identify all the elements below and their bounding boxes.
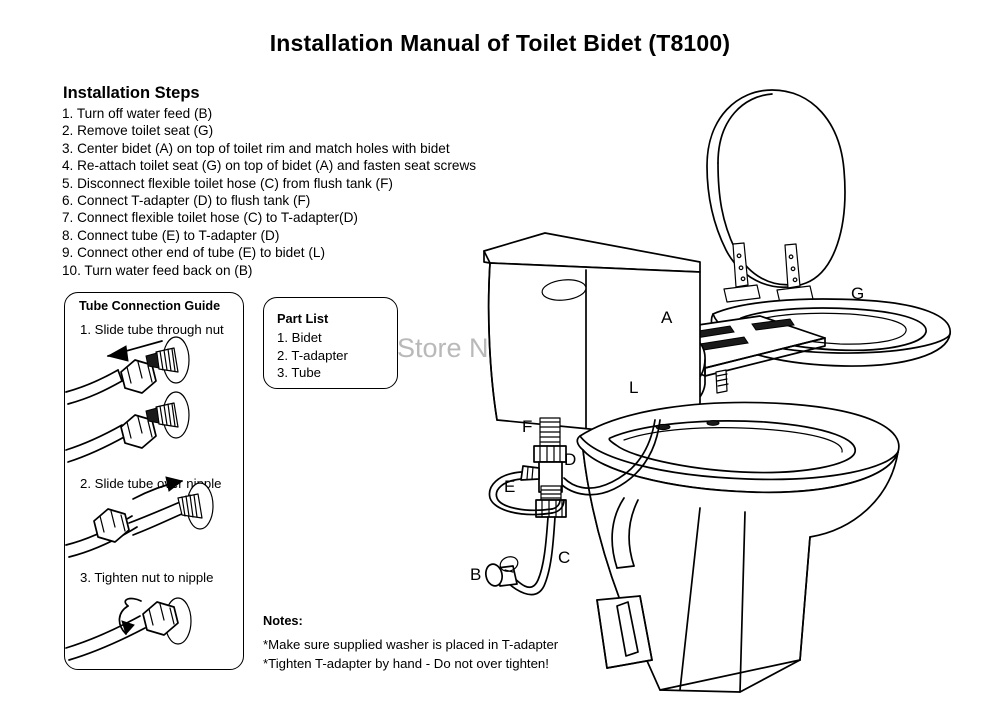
installation-steps-list: 1. Turn off water feed (B) 2. Remove toi… <box>62 105 522 279</box>
seat-hinge-brackets <box>723 242 814 304</box>
notes-body: *Make sure supplied washer is placed in … <box>263 635 558 673</box>
tube-guide-step-3-label: 3. Tighten nut to nipple <box>80 570 214 585</box>
list-item: 4. Re-attach toilet seat (G) on top of b… <box>62 158 477 174</box>
toilet-tank <box>483 232 701 431</box>
tube-connection-guide-panel <box>64 292 244 670</box>
diagram-label-d: D <box>564 450 576 469</box>
flexible-hose-c <box>502 516 556 596</box>
list-item: 6. Connect T-adapter (D) to flush tank (… <box>62 193 311 209</box>
list-item: *Make sure supplied washer is placed in … <box>263 637 559 652</box>
list-item: 8. Connect tube (E) to T-adapter (D) <box>62 227 280 243</box>
list-item: 2. Remove toilet seat (G) <box>62 123 214 139</box>
installation-steps-heading: Installation Steps <box>63 84 200 102</box>
diagram-label-b: B <box>470 565 481 584</box>
list-item: 3. Center bidet (A) on top of toilet rim… <box>62 140 450 156</box>
list-item: 1. Turn off water feed (B) <box>62 106 213 121</box>
part-list-panel <box>263 297 398 389</box>
t-adapter-assembly <box>520 417 567 518</box>
list-item: 7. Connect flexible toilet hose (C) to T… <box>62 210 358 226</box>
diagram-label-g: G <box>851 284 864 303</box>
diagram-label-l: L <box>629 378 638 397</box>
list-item: 2. T-adapter <box>277 347 348 363</box>
list-item: 5. Disconnect flexible toilet hose (C) f… <box>62 175 393 191</box>
list-item: *Tighten T-adapter by hand - Do not over… <box>263 656 549 671</box>
list-item: 10. Turn water feed back on (B) <box>62 262 253 278</box>
tube-guide-step-2-art <box>65 476 214 558</box>
diagram-label-e: E <box>504 477 515 496</box>
water-feed-valve <box>484 556 519 587</box>
tube-connection-guide-heading: Tube Connection Guide <box>79 299 221 313</box>
diagram-label-f: F <box>522 417 532 436</box>
diagram-label-a: A <box>661 308 673 327</box>
bidet-supply-tube <box>558 419 661 496</box>
tube-e-loop <box>488 471 565 516</box>
list-item: 1. Bidet <box>277 330 322 345</box>
toilet-bowl <box>576 401 900 693</box>
tube-guide-step-3-art <box>65 597 192 661</box>
list-item: 9. Connect other end of tube (E) to bide… <box>62 245 325 261</box>
tube-guide-step-1-art <box>65 336 190 463</box>
toilet-lid <box>706 89 846 289</box>
list-item: 3. Tube <box>277 365 321 380</box>
part-list-heading: Part List <box>277 311 329 326</box>
tube-guide-step-2-label: 2. Slide tube over nipple <box>80 476 222 491</box>
tube-guide-step-1-label: 1. Slide tube through nut <box>80 322 224 337</box>
diagram-label-c: C <box>558 548 570 567</box>
notes-heading: Notes: <box>263 613 303 628</box>
page-title: Installation Manual of Toilet Bidet (T81… <box>269 30 731 56</box>
part-list-items: 1. Bidet 2. T-adapter 3. Tube <box>277 329 348 382</box>
